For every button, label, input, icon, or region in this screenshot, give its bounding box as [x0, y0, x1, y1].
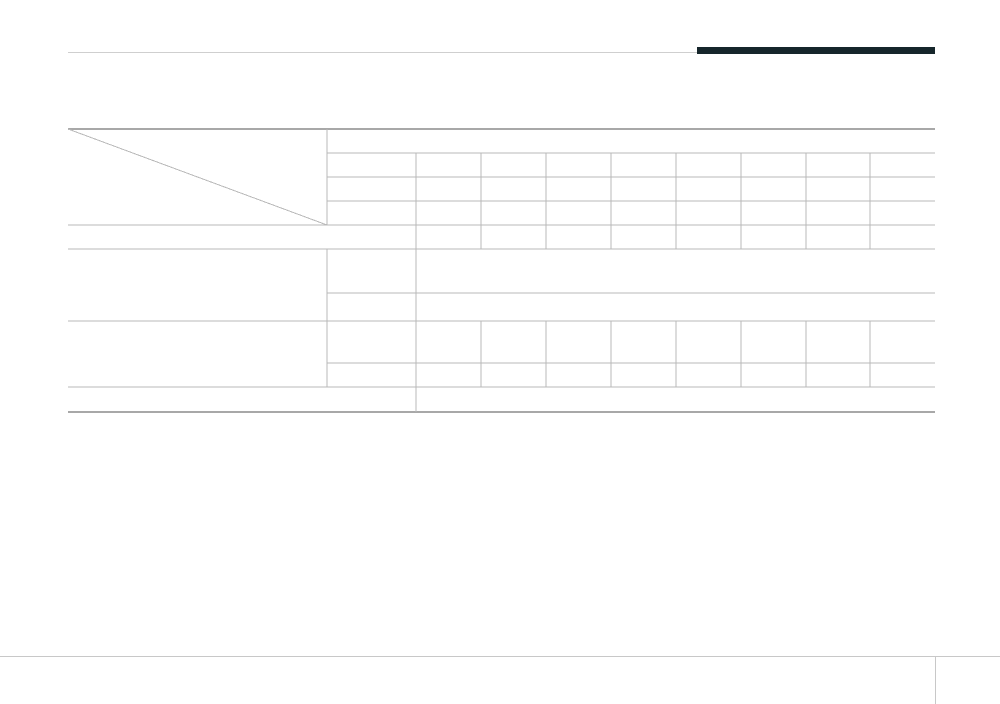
- corner-diagonal: [68, 128, 328, 226]
- header-accent-bar: [697, 47, 935, 54]
- footer-rule: [0, 656, 1000, 657]
- header-rule: [68, 52, 934, 53]
- footer-page-divider: [935, 657, 936, 704]
- spec-table-grid: [68, 128, 935, 413]
- spec-table: [68, 128, 935, 413]
